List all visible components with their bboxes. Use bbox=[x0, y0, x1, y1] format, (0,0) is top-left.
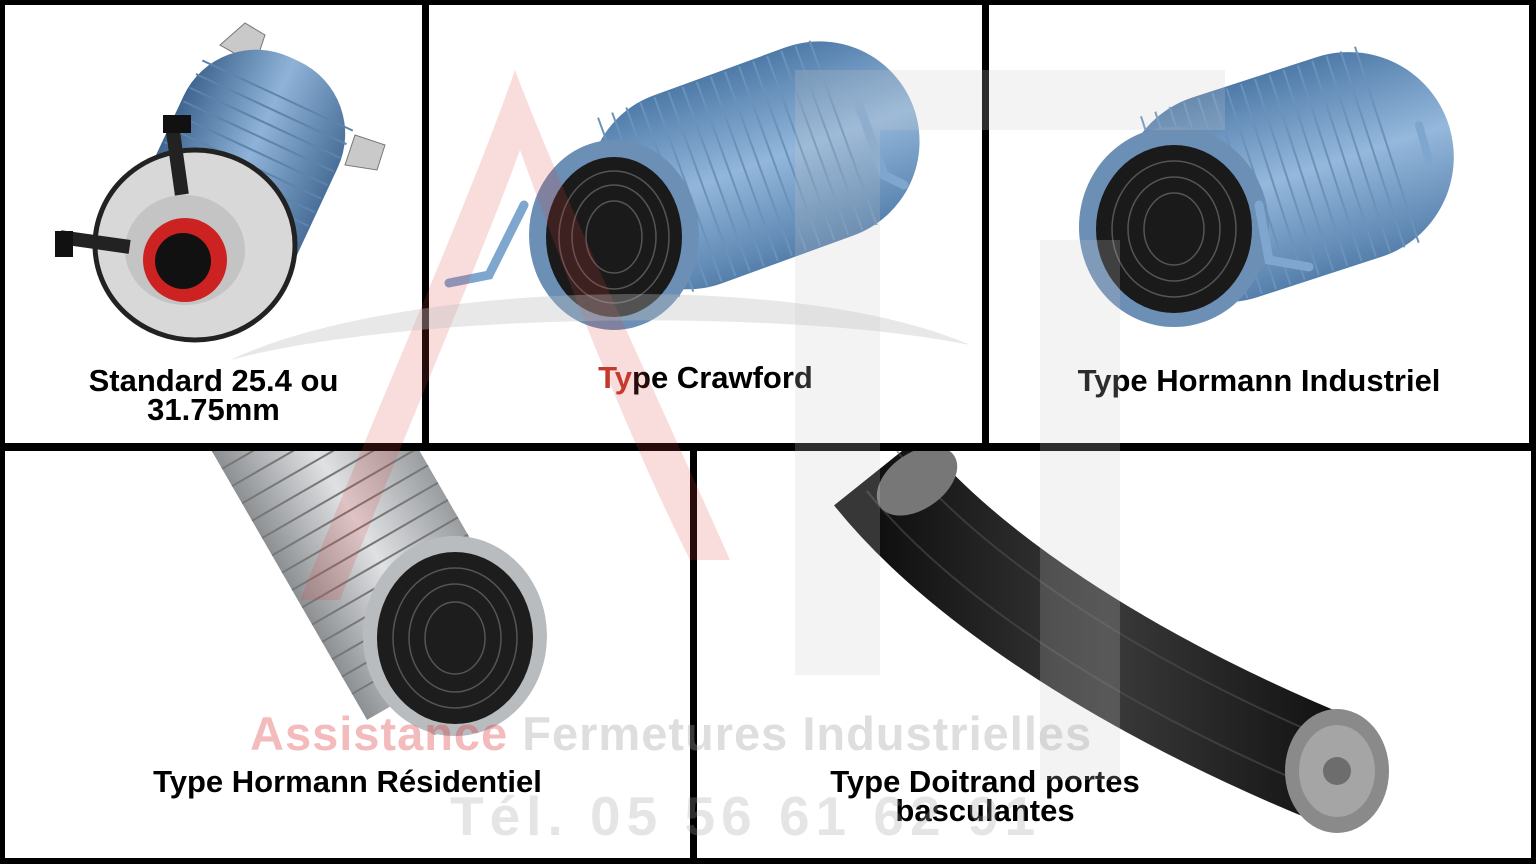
caption-prefix: Ty bbox=[598, 360, 633, 395]
hormann-residential-spring-image bbox=[187, 451, 547, 736]
caption-rest: pe Crawford bbox=[632, 360, 813, 395]
panel-doitrand: Type Doitrand portes basculantes bbox=[697, 451, 1531, 858]
caption-hormann-residentiel: Type Hormann Résidentiel bbox=[153, 764, 542, 799]
hormann-industrial-spring-image bbox=[1079, 46, 1454, 327]
caption-hormann-industriel: Type Hormann Industriel bbox=[1077, 363, 1441, 398]
panel-crawford: Type Crawford bbox=[429, 5, 982, 443]
standard-spring-image bbox=[55, 22, 386, 343]
caption-line-2: basculantes bbox=[895, 793, 1075, 828]
caption-standard: Standard 25.4 ou 31.75mm bbox=[5, 363, 422, 427]
caption-line-1: Type Doitrand portes bbox=[830, 764, 1140, 799]
caption-crawford: Type Crawford bbox=[429, 360, 982, 395]
caption-doitrand: Type Doitrand portes basculantes bbox=[697, 764, 1273, 828]
panel-hormann-residentiel: Type Hormann Résidentiel bbox=[5, 451, 690, 858]
panel-standard: Standard 25.4 ou 31.75mm bbox=[5, 5, 422, 443]
doitrand-spring-image bbox=[834, 451, 1389, 833]
panel-hormann-industriel: Type Hormann Industriel bbox=[989, 5, 1529, 443]
caption-line-1: Standard 25.4 ou bbox=[88, 363, 339, 398]
caption-line-2: 31.75mm bbox=[147, 392, 280, 427]
crawford-spring-image bbox=[444, 40, 920, 330]
